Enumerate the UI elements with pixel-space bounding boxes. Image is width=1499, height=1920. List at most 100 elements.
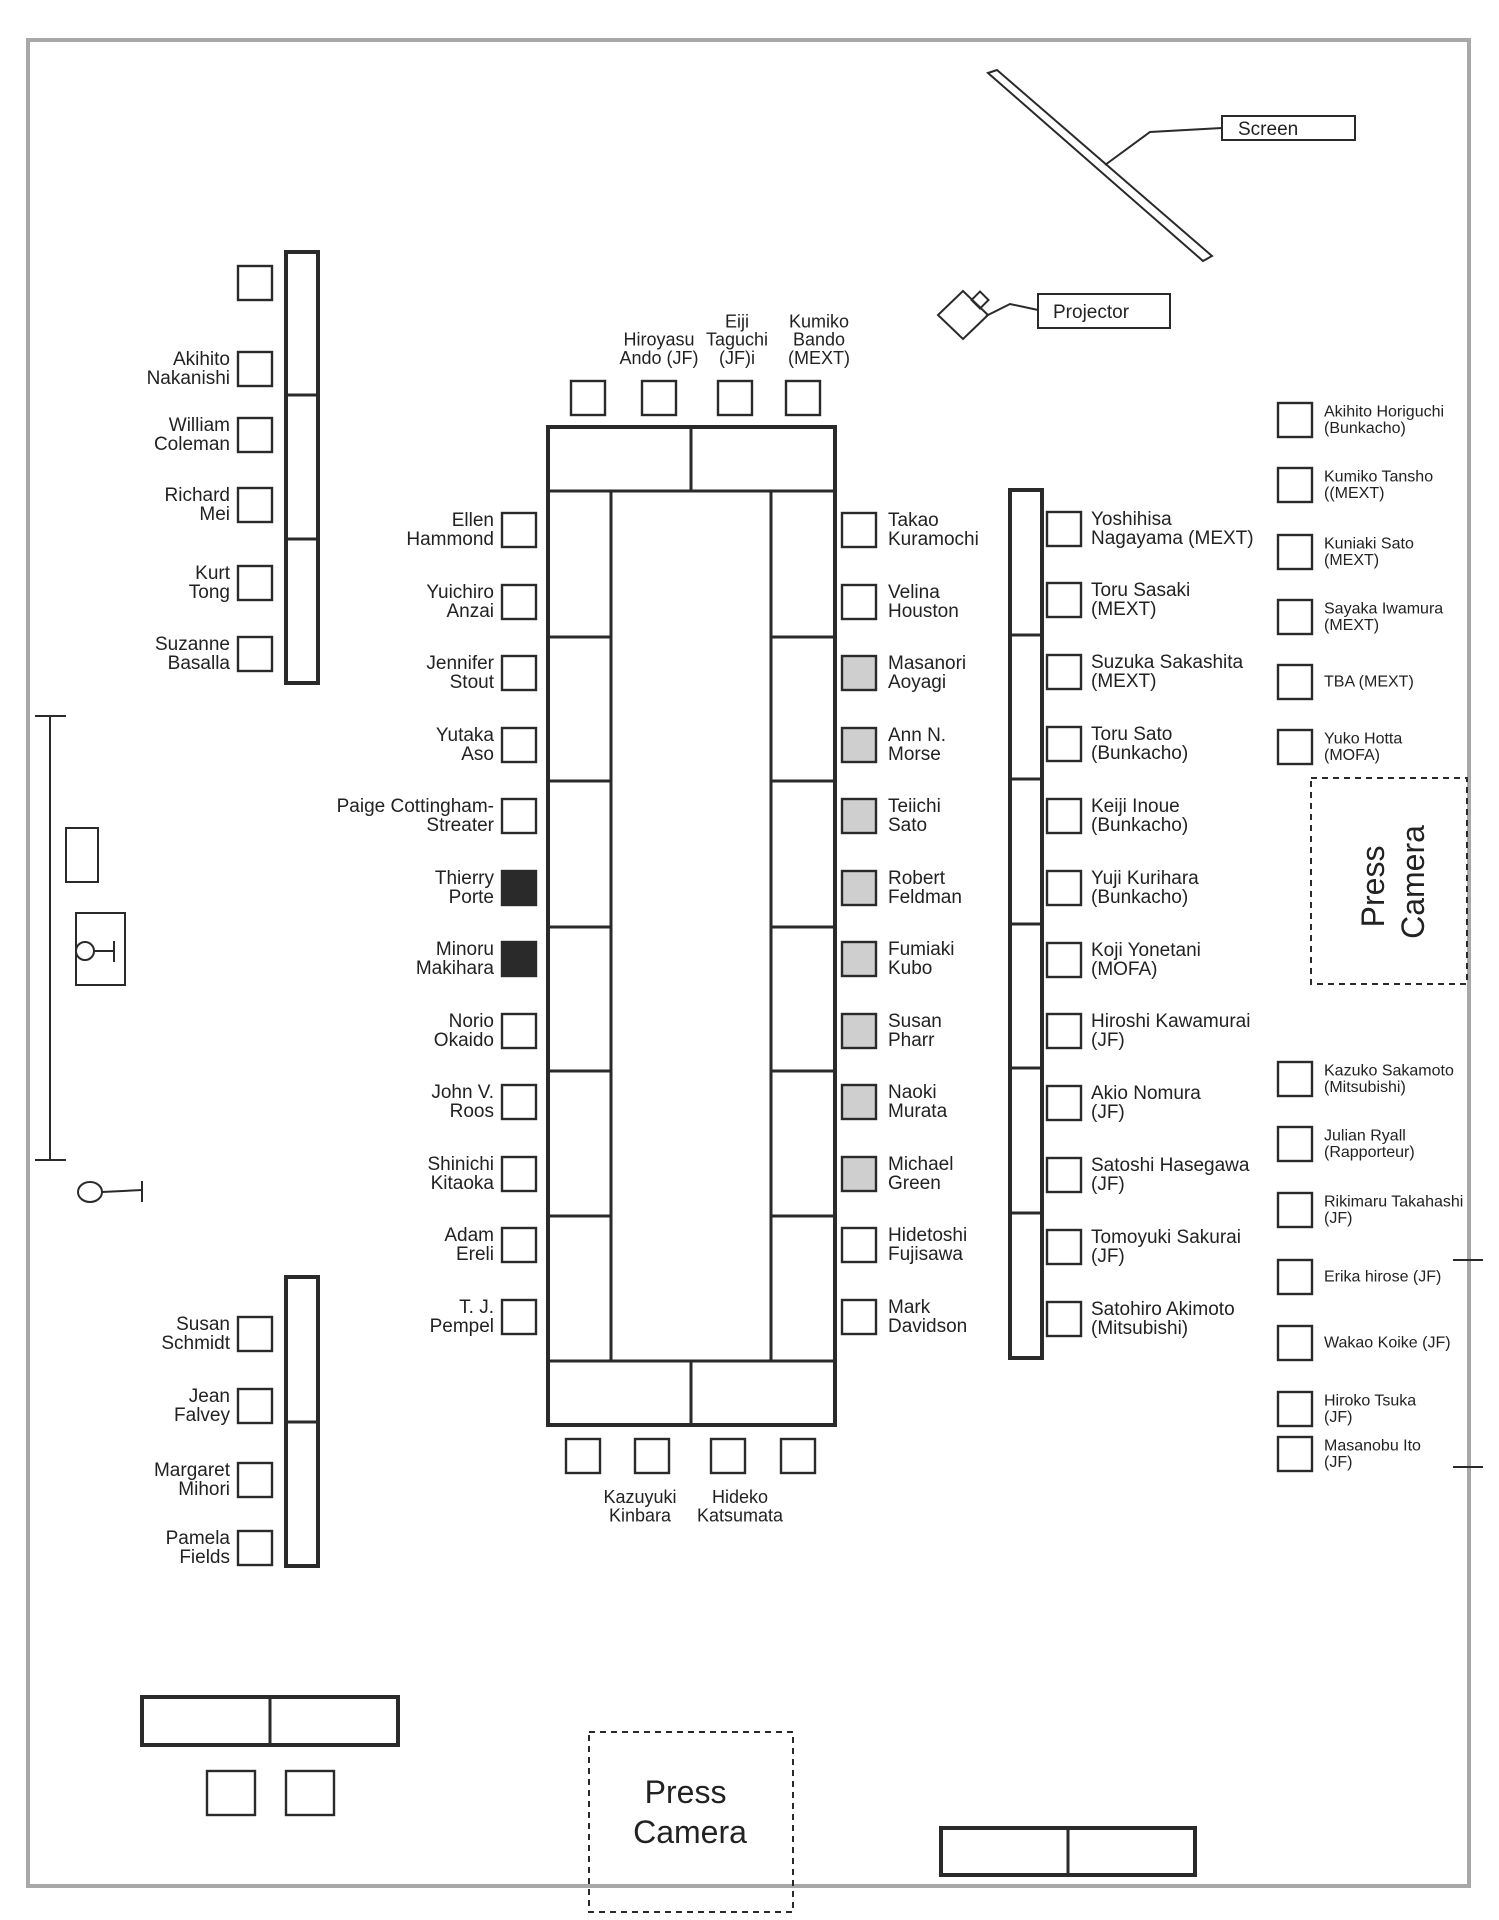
seat-right-row [1045, 1156, 1083, 1194]
seat-name: Ann N.Morse [888, 725, 946, 765]
seat-table-right [840, 1083, 878, 1121]
seat-top-head [569, 379, 607, 417]
seat-top-head [640, 379, 678, 417]
seat-right-row [1045, 797, 1083, 835]
seat-table-right [840, 1012, 878, 1050]
seat-table-left [500, 1226, 538, 1264]
seat-left-lower [236, 1529, 274, 1567]
projector-label-box [1037, 293, 1171, 329]
seat-name: Hiroshi Kawamurai(JF) [1091, 1011, 1250, 1051]
screen-leader-line [1104, 127, 1223, 166]
seat-right-row [1045, 869, 1083, 907]
seat-left-lower [236, 1387, 274, 1425]
seat-name: Rikimaru Takahashi(JF) [1324, 1193, 1463, 1226]
seat-table-right [840, 583, 878, 621]
seat-right-row [1045, 510, 1083, 548]
seat-table-right [840, 797, 878, 835]
seat-right-row [1045, 581, 1083, 619]
seat-table-right [840, 1226, 878, 1264]
seat-far-right-bottom [1276, 1435, 1314, 1473]
seat-name: Yuji Kurihara(Bunkacho) [1091, 868, 1199, 908]
screen-panel [986, 68, 1214, 263]
screen: Screen [986, 68, 1356, 263]
seat-left-upper [236, 564, 274, 602]
seat-name: Kuniaki Sato(MEXT) [1324, 535, 1414, 568]
seat-bottom-head [633, 1437, 671, 1475]
seat-table-left [500, 1298, 538, 1336]
seat-table-right [840, 726, 878, 764]
seat-name: Kazuko Sakamoto(Mitsubishi) [1324, 1062, 1454, 1095]
spare-seat [205, 1769, 257, 1817]
seat-far-right-top [1276, 598, 1314, 636]
press-camera-bottom-label: Press Camera [633, 1774, 747, 1850]
seat-far-right-bottom [1276, 1191, 1314, 1229]
seat-name: Satohiro Akimoto(Mitsubishi) [1091, 1299, 1235, 1339]
seat-name: Satoshi Hasegawa(JF) [1091, 1155, 1250, 1195]
seat-left-lower [236, 1315, 274, 1353]
press-camera-bottom-line1: Press [645, 1774, 727, 1810]
seat-name: Tomoyuki Sakurai(JF) [1091, 1227, 1241, 1267]
press-camera-right: Press Camera [1310, 777, 1468, 985]
seat-table-left [500, 583, 538, 621]
screen-label-box [1221, 115, 1356, 141]
projector: Projector [936, 289, 1171, 341]
seat-name: Wakao Koike (JF) [1324, 1335, 1451, 1352]
seat-table-right [840, 1155, 878, 1193]
bottom-left-table [140, 1695, 400, 1817]
seat-name: Akihito Horiguchi(Bunkacho) [1324, 403, 1444, 436]
right-table [1008, 488, 1044, 1360]
left-upper-table [284, 250, 320, 685]
seat-far-right-top [1276, 533, 1314, 571]
seat-far-right-bottom [1276, 1390, 1314, 1428]
lectern [65, 827, 99, 883]
seat-name: Sayaka Iwamura(MEXT) [1324, 600, 1443, 633]
bottom-right-table [939, 1826, 1197, 1877]
seat-table-left [500, 511, 538, 549]
seat-table-left [500, 1083, 538, 1121]
microphone-icon [77, 1181, 103, 1203]
seat-far-right-bottom [1276, 1324, 1314, 1362]
seat-far-right-bottom [1276, 1125, 1314, 1163]
seat-name: Keiji Inoue(Bunkacho) [1091, 796, 1188, 836]
projector-body [936, 289, 990, 341]
seat-top-head [716, 379, 754, 417]
lectern-area [35, 715, 143, 1203]
seat-left-lower [236, 1461, 274, 1499]
seat-name: Erika hirose (JF) [1324, 1269, 1441, 1286]
seat-table-left [500, 1012, 538, 1050]
press-camera-bottom-line2: Camera [633, 1814, 747, 1850]
main-table [546, 425, 837, 1427]
seat-table-left [500, 797, 538, 835]
seat-name: Toru Sato(Bunkacho) [1091, 724, 1188, 764]
seat-left-upper [236, 635, 274, 673]
seat-name: Paige Cottingham-Streater [337, 796, 495, 836]
seat-name: Suzuka Sakashita(MEXT) [1091, 652, 1244, 692]
seat-right-row [1045, 941, 1083, 979]
seat-left-upper [236, 350, 274, 388]
spare-seat [284, 1769, 336, 1817]
seat-table-left [500, 654, 538, 692]
